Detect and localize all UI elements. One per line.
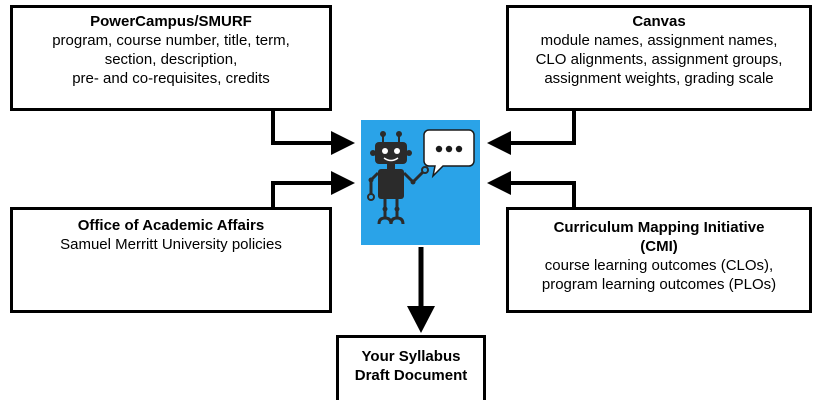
syllabus-draft-box: Your Syllabus Draft Document <box>336 335 486 400</box>
speech-bubble-icon <box>423 129 475 179</box>
powercampus-title: PowerCampus/SMURF <box>90 13 252 30</box>
cmi-box: Curriculum Mapping Initiative (CMI) cour… <box>506 207 812 313</box>
arrow-powercampus-to-robot <box>271 111 355 155</box>
syllabus-draft-line: Draft Document <box>354 367 468 384</box>
cmi-title-abbrev: (CMI) <box>640 238 678 255</box>
arrow-canvas-to-robot <box>487 111 576 155</box>
academic-affairs-title: Office of Academic Affairs <box>77 217 265 234</box>
arrow-cmi-to-robot <box>487 171 576 207</box>
academic-affairs-line: Samuel Merritt University policies <box>60 236 282 253</box>
robot-panel <box>361 120 480 245</box>
canvas-title: Canvas <box>632 13 686 30</box>
powercampus-line: section, description, <box>104 51 238 68</box>
cmi-title: Curriculum Mapping Initiative <box>553 219 765 236</box>
powercampus-line: program, course number, title, term, <box>52 32 290 49</box>
canvas-line: assignment weights, grading scale <box>544 70 774 87</box>
canvas-box: Canvas module names, assignment names, C… <box>506 5 812 111</box>
powercampus-box: PowerCampus/SMURF program, course number… <box>10 5 332 111</box>
canvas-line: CLO alignments, assignment groups, <box>535 51 783 68</box>
powercampus-line: pre- and co-requisites, credits <box>72 70 270 87</box>
arrow-academic-affairs-to-robot <box>271 171 355 207</box>
robot-icon <box>367 129 475 225</box>
academic-affairs-box: Office of Academic Affairs Samuel Merrit… <box>10 207 332 313</box>
syllabus-draft-line: Your Syllabus <box>361 348 461 365</box>
cmi-line: program learning outcomes (PLOs) <box>541 276 777 293</box>
cmi-line: course learning outcomes (CLOs), <box>544 257 774 274</box>
arrowhead-robot-to-syllabus <box>407 306 435 333</box>
canvas-line: module names, assignment names, <box>540 32 778 49</box>
